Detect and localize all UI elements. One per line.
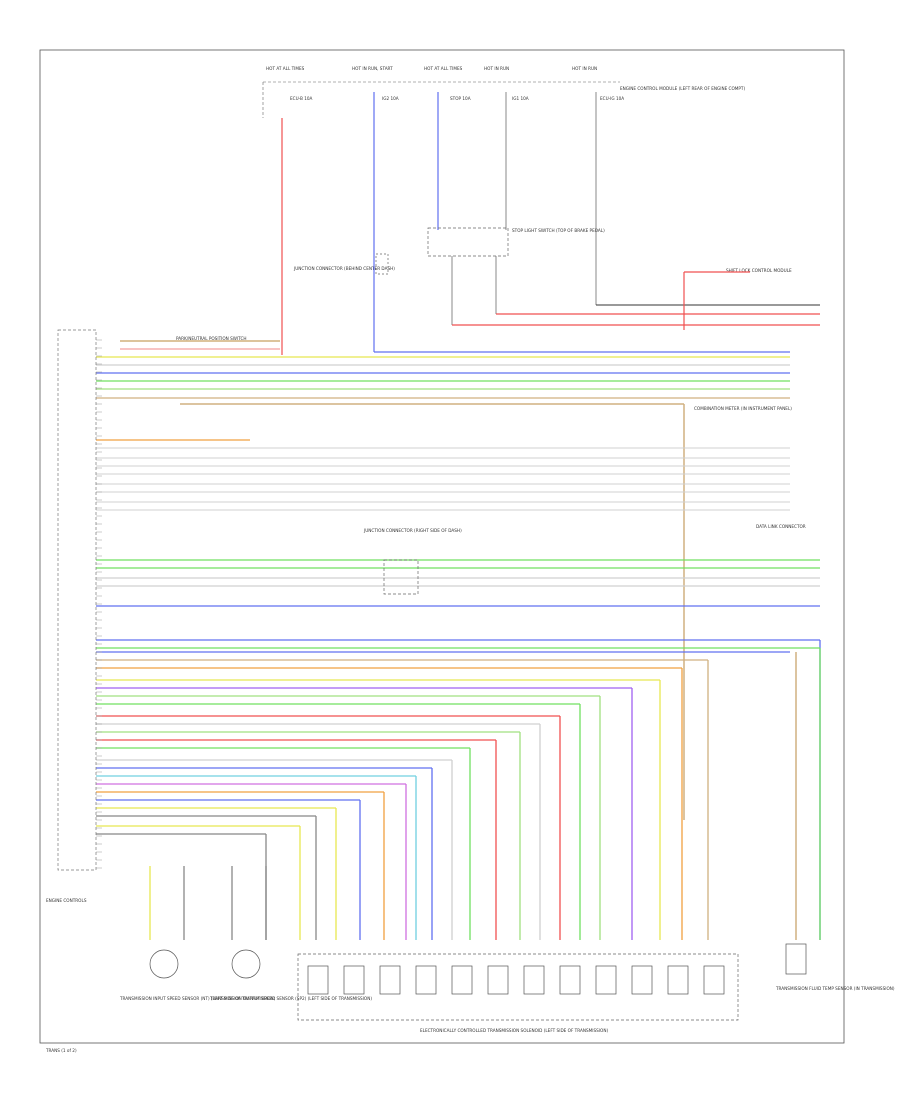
ecm-connector xyxy=(57,329,97,871)
fuse-2-name: IG2 10A xyxy=(382,96,399,101)
solenoid-2 xyxy=(379,965,401,995)
speed-sensor-nt-label: TRANSMISSION INPUT SPEED SENSOR (NT) (LE… xyxy=(119,996,276,1001)
shift-lock-label: SHIFT LOCK CONTROL MODULE xyxy=(726,268,792,273)
right-junction-box xyxy=(383,559,419,595)
right-junction-label: JUNCTION CONNECTOR (RIGHT SIDE OF DASH) xyxy=(363,528,462,533)
page-frame xyxy=(39,49,845,1044)
speed-sensor-sp2-label: TRANSMISSION OUTPUT SPEED SENSOR (SP2) (… xyxy=(209,996,372,1001)
engine-controls-label: ENGINE CONTROLS xyxy=(46,898,87,903)
stop-switch-label: STOP LIGHT SWITCH (TOP OF BRAKE PEDAL) xyxy=(512,228,605,233)
fluid-temp-sensor xyxy=(785,943,807,975)
solenoid-11 xyxy=(703,965,725,995)
fuse-block xyxy=(262,81,620,118)
speed-sensor-sp2 xyxy=(231,949,261,979)
fuse-3-title: HOT AT ALL TIMES xyxy=(424,66,463,71)
solenoid-7 xyxy=(559,965,581,995)
fuse-labels: HOT AT ALL TIMES HOT IN RUN, START HOT A… xyxy=(266,66,624,101)
data-link-label: DATA LINK CONNECTOR xyxy=(756,524,806,529)
fuse-5-title: HOT IN RUN xyxy=(572,66,597,71)
component-layer xyxy=(57,227,807,1021)
speed-sensor-nt xyxy=(149,949,179,979)
solenoid-8 xyxy=(595,965,617,995)
fuse-2-title: HOT IN RUN, START xyxy=(352,66,393,71)
fuse-1-title: HOT AT ALL TIMES xyxy=(266,66,305,71)
component-labels: ENGINE CONTROL MODULE (LEFT REAR OF ENGI… xyxy=(45,86,895,1053)
fuse-5-name: ECU-IG 10A xyxy=(600,96,624,101)
solenoid-4 xyxy=(451,965,473,995)
solenoid-enclosure xyxy=(297,953,739,1021)
solenoid-1 xyxy=(343,965,365,995)
fuse-3-name: STOP 10A xyxy=(450,96,471,101)
ecm-label: ENGINE CONTROL MODULE (LEFT REAR OF ENGI… xyxy=(620,86,745,91)
fluid-temp-label: TRANSMISSION FLUID TEMP SENSOR (IN TRANS… xyxy=(775,986,895,991)
solenoid-0 xyxy=(307,965,329,995)
stop-light-switch xyxy=(427,227,509,257)
combination-meter-label: COMBINATION METER (IN INSTRUMENT PANEL) xyxy=(694,406,792,411)
junction-connector xyxy=(375,253,389,275)
solenoid-6 xyxy=(523,965,545,995)
solenoid-5 xyxy=(487,965,509,995)
solenoid-assy-label: ELECTRONICALLY CONTROLLED TRANSMISSION S… xyxy=(420,1028,608,1033)
fuse-4-title: HOT IN RUN xyxy=(484,66,509,71)
junction-label: JUNCTION CONNECTOR (BEHIND CENTER DASH) xyxy=(293,266,395,271)
solenoid-3 xyxy=(415,965,437,995)
fuse-4-name: IG1 10A xyxy=(512,96,529,101)
fuse-1-name: ECU-B 10A xyxy=(290,96,313,101)
solenoid-10 xyxy=(667,965,689,995)
page-footer: TRANS (1 of 2) xyxy=(45,1048,77,1053)
solenoid-9 xyxy=(631,965,653,995)
park-sw-label: PARK/NEUTRAL POSITION SWITCH xyxy=(176,336,247,341)
wire-layer xyxy=(96,92,821,940)
